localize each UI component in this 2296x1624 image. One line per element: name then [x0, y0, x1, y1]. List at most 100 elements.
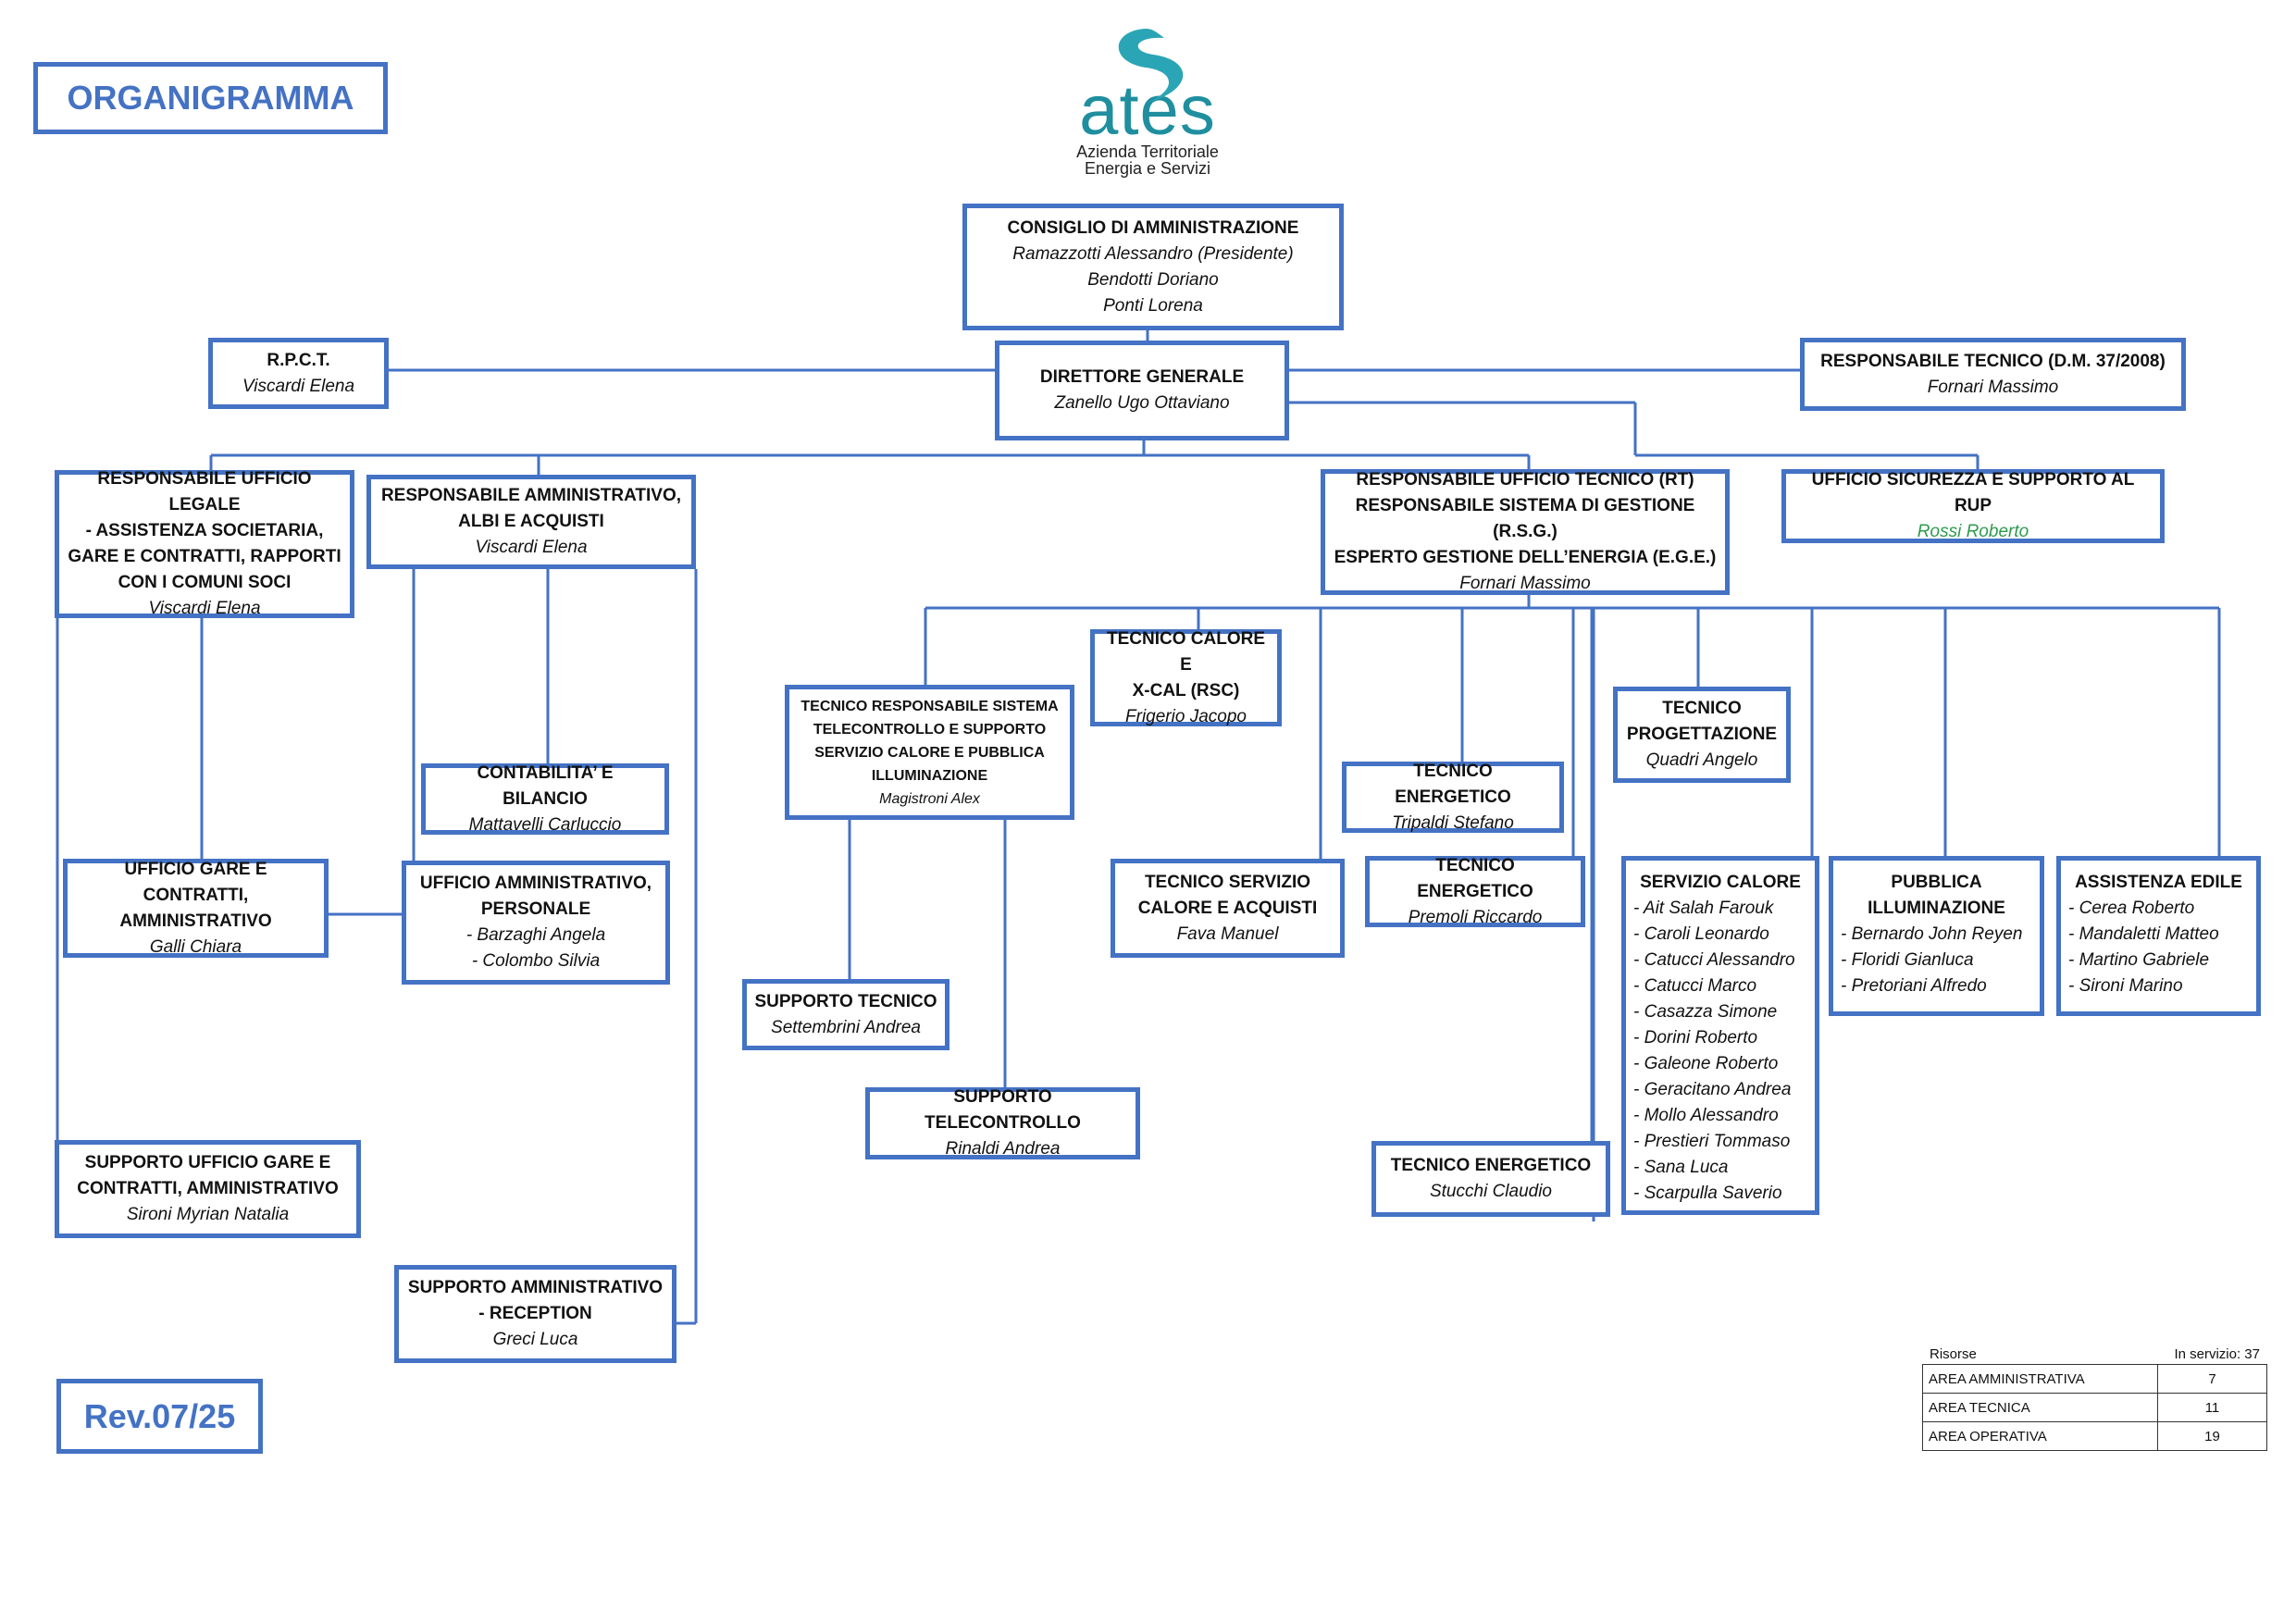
box-title-line: ESPERTO GESTIONE DELL’ENERGIA (E.G.E.) [1334, 548, 1717, 567]
box-person: Fava Manuel [1176, 924, 1279, 944]
box-supporto-tecnico: SUPPORTO TECNICO Settembrini Andrea [742, 979, 949, 1050]
box-title-line: UFFICIO GARE E CONTRATTI, [124, 859, 267, 905]
box-title-line: UFFICIO AMMINISTRATIVO, [419, 874, 652, 893]
box-person: Settembrini Andrea [771, 1017, 921, 1037]
list-item: - Mollo Alessandro [1633, 1106, 1779, 1125]
box-title-line: RESPONSABILE UFFICIO LEGALE [97, 469, 312, 514]
table-row: AREA TECNICA 11 [1922, 1393, 2267, 1422]
box-tecnico-energetico-3: TECNICO ENERGETICO Stucchi Claudio [1371, 1141, 1610, 1217]
box-title: TECNICO ENERGETICO [1395, 761, 1511, 807]
box-title: DIRETTORE GENERALE [1039, 367, 1245, 387]
list-item: - Geracitano Andrea [1633, 1080, 1792, 1099]
list-item: - Bernardo John Reyen [1841, 924, 2023, 944]
list-item: - Catucci Alessandro [1633, 950, 1795, 970]
box-tecnico-telecontrollo: TECNICO RESPONSABILE SISTEMA TELECONTROL… [785, 685, 1074, 820]
box-person: Tripaldi Stefano [1392, 812, 1514, 833]
list-item: - Caroli Leonardo [1633, 924, 1769, 944]
box-ufficio-sicurezza: UFFICIO SICUREZZA E SUPPORTO AL RUP Ross… [1781, 469, 2165, 543]
box-tecnico-energetico-2: TECNICO ENERGETICO Premoli Riccardo [1365, 856, 1585, 927]
box-title-line: PERSONALE [480, 899, 591, 919]
box-tecnico-energetico-1: TECNICO ENERGETICO Tripaldi Stefano [1342, 762, 1564, 833]
box-person: Quadri Angelo [1645, 750, 1758, 770]
box-title: ASSISTENZA EDILE [2075, 873, 2242, 892]
table-row: AREA OPERATIVA 19 [1922, 1421, 2267, 1451]
box-title-line: RESPONSABILE SISTEMA DI GESTIONE (R.S.G.… [1355, 496, 1695, 541]
box-title-line: PROGETTAZIONE [1626, 725, 1778, 744]
list-item: - Casazza Simone [1633, 1002, 1778, 1022]
box-person: Viscardi Elena [475, 538, 588, 557]
list-item: - Cerea Roberto [2068, 899, 2195, 918]
list-item: - Prestieri Tommaso [1633, 1132, 1791, 1151]
list-item: - Sironi Marino [2068, 976, 2183, 996]
box-title-line: TECNICO [1662, 699, 1742, 718]
list-item: - Ait Salah Farouk [1633, 899, 1774, 918]
box-pubblica-illuminazione: PUBBLICA ILLUMINAZIONE - Bernardo John R… [1829, 856, 2044, 1016]
box-tecnico-progettazione: TECNICO PROGETTAZIONE Quadri Angelo [1613, 687, 1791, 783]
box-person: Greci Luca [492, 1330, 578, 1349]
box-person: - Barzaghi Angela [465, 925, 606, 945]
box-responsabile-tecnico-dm37: RESPONSABILE TECNICO (D.M. 37/2008) Forn… [1800, 338, 2186, 411]
logo-wordmark: ates [1079, 71, 1216, 150]
box-person: Sironi Myrian Natalia [126, 1205, 290, 1224]
box-person: Rossi Roberto [1917, 522, 2029, 541]
box-consiglio-amministrazione: CONSIGLIO DI AMMINISTRAZIONE Ramazzotti … [962, 204, 1344, 330]
resources-label: Risorse [1930, 1345, 1977, 1362]
box-rpct: R.P.C.T. Viscardi Elena [208, 338, 389, 409]
list-item: - Martino Gabriele [2068, 950, 2210, 970]
servizio-calore-list: - Ait Salah Farouk - Caroli Leonardo - C… [1633, 896, 1795, 1207]
resources-table: Risorse In servizio: 37 AREA AMMINISTRAT… [1922, 1344, 2267, 1451]
box-tecnico-calore-xcal: TECNICO CALORE E X-CAL (RSC) Frigerio Ja… [1090, 629, 1282, 726]
box-person: Zanello Ugo Ottaviano [1054, 393, 1230, 413]
box-title-line: TECNICO CALORE E [1107, 628, 1265, 675]
box-title-line: CALORE E ACQUISTI [1137, 898, 1318, 918]
table-cell-count: 7 [2157, 1364, 2267, 1394]
box-ufficio-legale: RESPONSABILE UFFICIO LEGALE - ASSISTENZA… [55, 469, 354, 618]
box-person: Viscardi Elena [242, 376, 355, 396]
box-person: - Colombo Silvia [471, 951, 601, 971]
box-title: CONTABILITA’ E BILANCIO [477, 762, 614, 809]
box-contabilita-bilancio: CONTABILITA’ E BILANCIO Mattavelli Carlu… [421, 763, 669, 835]
box-title-line: PUBBLICA [1891, 873, 1982, 892]
list-item: - Pretoriani Alfredo [1841, 976, 1987, 996]
box-supporto-ufficio-gare: SUPPORTO UFFICIO GARE E CONTRATTI, AMMIN… [55, 1140, 361, 1238]
box-assistenza-edile: ASSISTENZA EDILE - Cerea Roberto - Manda… [2056, 856, 2261, 1016]
box-title-line: TECNICO RESPONSABILE SISTEMA [800, 698, 1059, 714]
resources-in-service: In servizio: 37 [2174, 1345, 2260, 1362]
box-title: UFFICIO SICUREZZA E SUPPORTO AL RUP [1811, 470, 2135, 515]
box-title-line: - RECEPTION [478, 1304, 592, 1323]
box-title-line: X-CAL (RSC) [1132, 680, 1240, 700]
box-title: TECNICO ENERGETICO [1390, 1156, 1592, 1175]
list-item: - Catucci Marco [1633, 976, 1757, 996]
box-supporto-telecontrollo: SUPPORTO TELECONTROLLO Rinaldi Andrea [865, 1087, 1140, 1159]
illuminazione-list: - Bernardo John Reyen - Floridi Gianluca… [1841, 922, 2022, 999]
box-title-line: SUPPORTO UFFICIO GARE E [84, 1153, 331, 1172]
box-title: CONSIGLIO DI AMMINISTRAZIONE [1007, 217, 1299, 238]
box-ufficio-gare-contratti: UFFICIO GARE E CONTRATTI, AMMINISTRATIVO… [63, 859, 329, 958]
table-cell-count: 19 [2157, 1421, 2267, 1451]
box-title-line: ILLUMINAZIONE [871, 767, 988, 784]
box-title-line: SUPPORTO AMMINISTRATIVO [407, 1278, 664, 1297]
box-title-line: CON I COMUNI SOCI [118, 573, 292, 592]
revision-label: Rev.07/25 [56, 1379, 263, 1454]
box-title: TECNICO ENERGETICO [1417, 855, 1533, 901]
box-member: Bendotti Doriano [1087, 269, 1219, 290]
resources-header: Risorse In servizio: 37 [1922, 1344, 2267, 1364]
list-item: - Dorini Roberto [1633, 1028, 1758, 1048]
table-cell-area: AREA TECNICA [1922, 1393, 2158, 1422]
box-person: Mattavelli Carluccio [468, 814, 622, 835]
box-tecnico-servizio-calore-acquisti: TECNICO SERVIZIO CALORE E ACQUISTI Fava … [1111, 859, 1345, 958]
box-person: Stucchi Claudio [1429, 1182, 1553, 1201]
list-item: - Galeone Roberto [1633, 1054, 1779, 1073]
table-cell-area: AREA AMMINISTRATIVA [1922, 1364, 2158, 1394]
box-title-line: RESPONSABILE AMMINISTRATIVO, [380, 486, 682, 505]
box-person: Galli Chiara [149, 936, 242, 957]
box-title-line: RESPONSABILE UFFICIO TECNICO (RT) [1356, 470, 1694, 490]
box-title-line: CONTRATTI, AMMINISTRATIVO [77, 1179, 339, 1198]
box-title-line: TELECONTROLLO E SUPPORTO [813, 721, 1047, 738]
box-member: Ramazzotti Alessandro (Presidente) [1012, 243, 1294, 264]
box-person: Fornari Massimo [1459, 574, 1591, 593]
page-title: ORGANIGRAMMA [33, 62, 388, 134]
box-ufficio-tecnico-rt: RESPONSABILE UFFICIO TECNICO (RT) RESPON… [1321, 469, 1730, 595]
box-title: R.P.C.T. [267, 350, 330, 370]
